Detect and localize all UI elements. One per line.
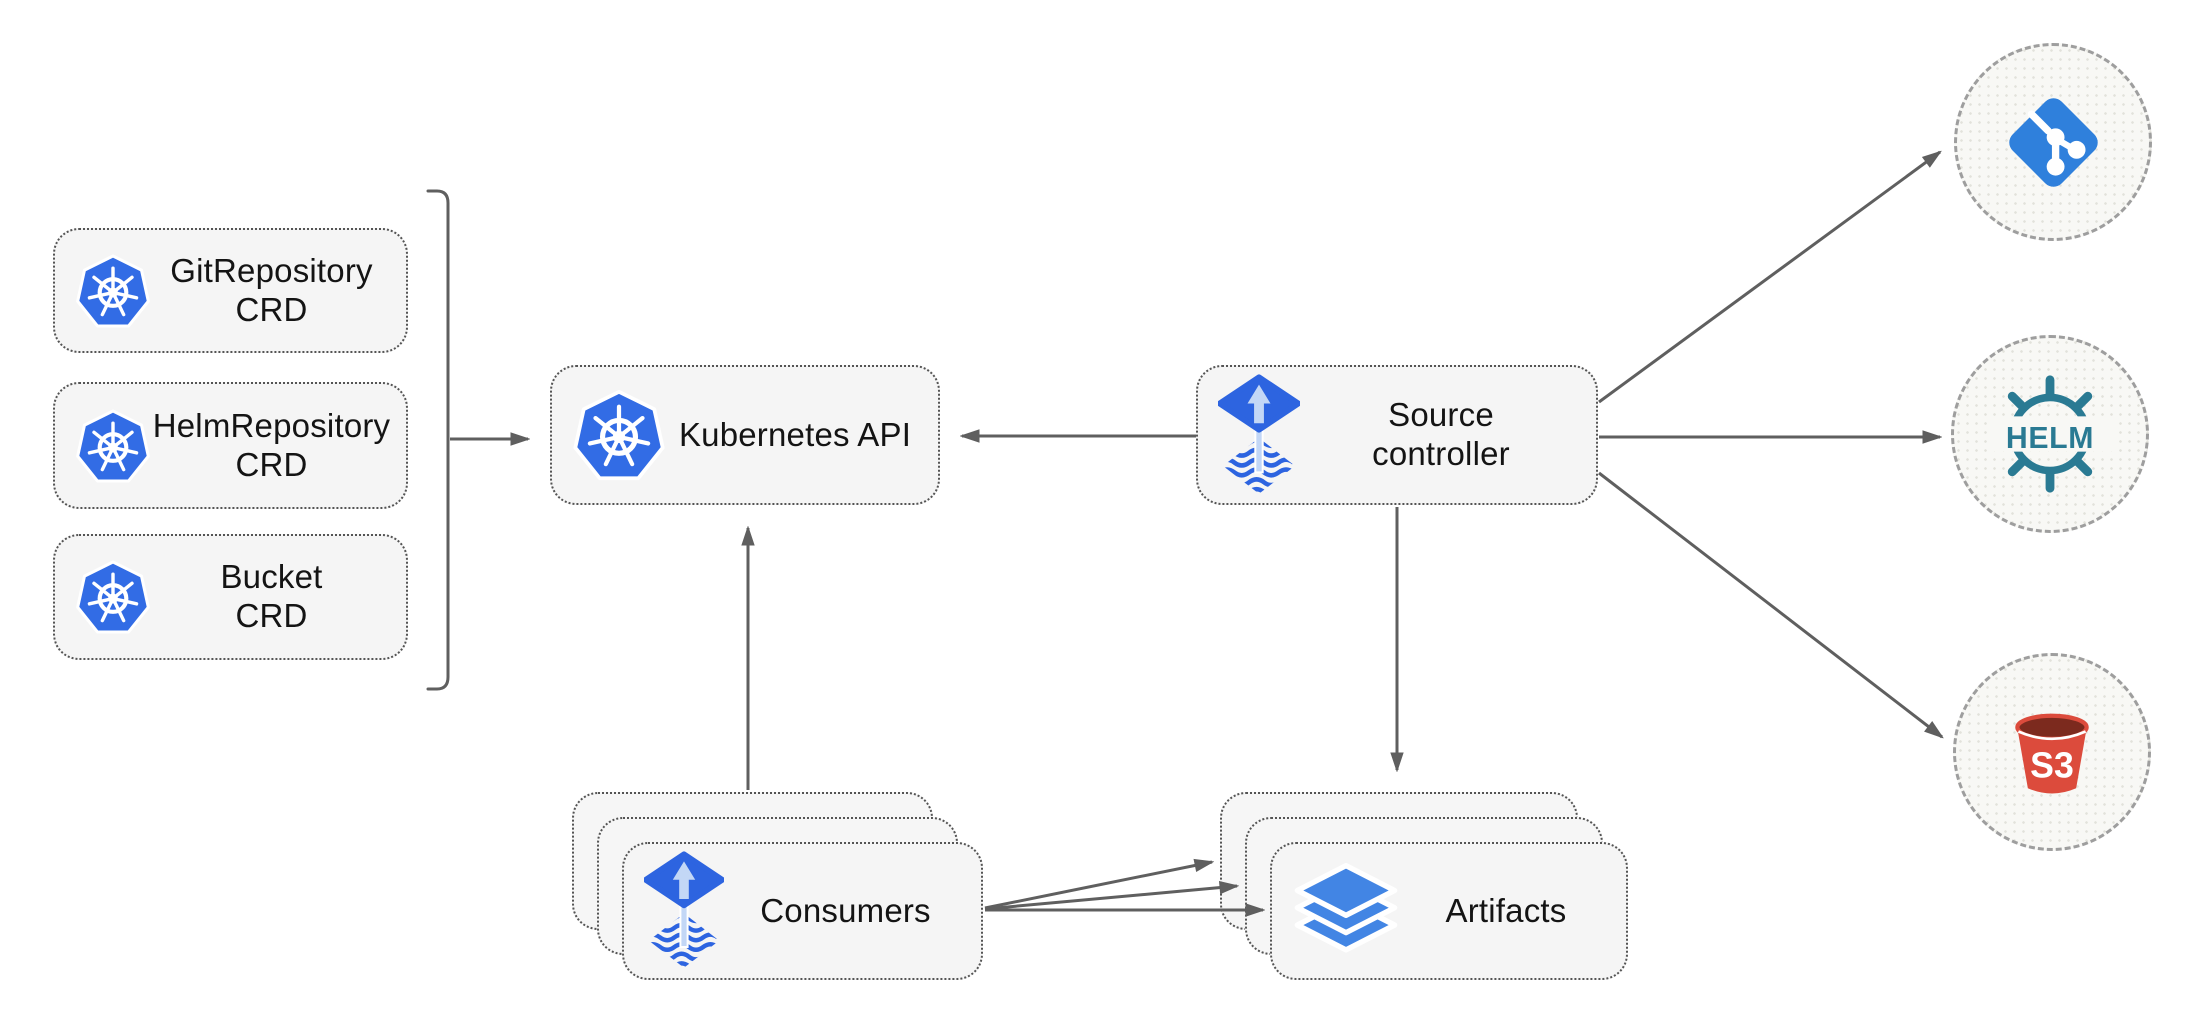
- arrow-source-controller-to-git: [1598, 152, 1940, 404]
- kubernetes-icon: [75, 408, 151, 484]
- helm-icon: HELM: [1987, 371, 2113, 497]
- circle-s3: S3: [1953, 653, 2151, 851]
- arrow-source-controller-to-s3: [1598, 471, 1942, 737]
- node-label: Artifacts: [1445, 891, 1567, 929]
- flux-icon: [1218, 373, 1300, 497]
- circle-git: [1954, 43, 2152, 241]
- kubernetes-icon: [572, 388, 666, 482]
- node-helmrepository-crd: HelmRepository CRD: [53, 382, 408, 509]
- s3-bucket-icon: S3: [1996, 700, 2108, 805]
- s3-logo-text: S3: [2030, 745, 2074, 785]
- node-label: GitRepository CRD: [170, 251, 373, 328]
- crd-group-bracket: [426, 189, 450, 691]
- layers-icon: [1292, 857, 1400, 965]
- node-kubernetes-api: Kubernetes API: [550, 365, 940, 505]
- arrow-consumers-to-artifacts-back: [984, 862, 1212, 910]
- kubernetes-icon: [75, 253, 151, 329]
- node-artifacts: Artifacts: [1270, 842, 1628, 980]
- node-label: Source controller: [1372, 396, 1510, 472]
- kubernetes-icon: [75, 559, 151, 635]
- node-label: Kubernetes API: [678, 415, 912, 453]
- flux-icon: [644, 851, 724, 971]
- node-gitrepository-crd: GitRepository CRD: [53, 228, 408, 353]
- node-label: Bucket CRD: [220, 558, 323, 634]
- node-label: HelmRepository CRD: [152, 406, 391, 483]
- arrow-consumers-to-artifacts-middle: [984, 886, 1237, 911]
- circle-helm: HELM: [1951, 335, 2149, 533]
- node-source-controller: Source controller: [1196, 365, 1598, 505]
- node-consumers: Consumers: [622, 842, 983, 980]
- node-label: Consumers: [760, 891, 931, 929]
- helm-logo-text: HELM: [2006, 422, 2094, 455]
- git-icon: [2001, 90, 2106, 195]
- node-bucket-crd: Bucket CRD: [53, 534, 408, 660]
